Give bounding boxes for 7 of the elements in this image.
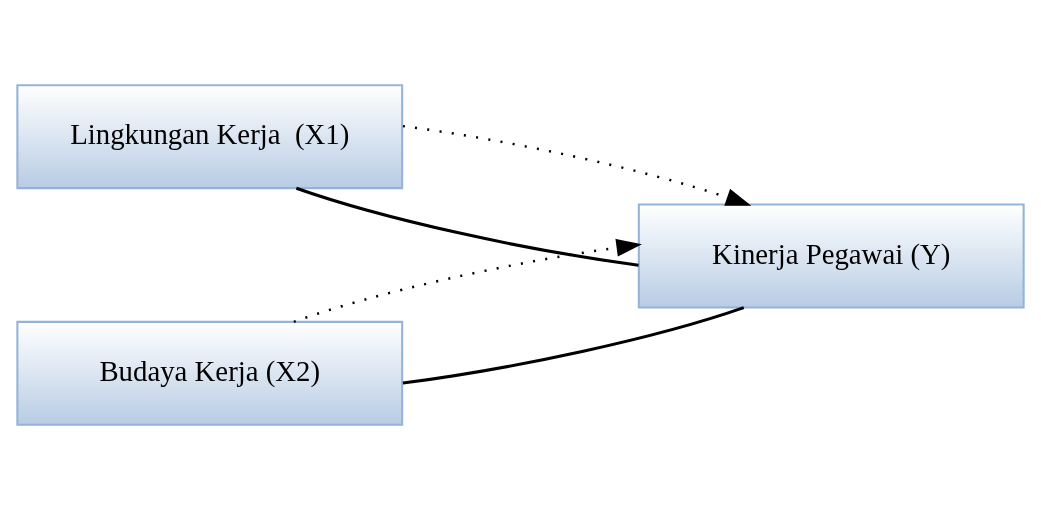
node-box: Lingkungan Kerja (X1): [16, 83, 404, 189]
node-box: Kinerja Pegawai (Y): [637, 203, 1025, 308]
node-box: Budaya Kerja (X2): [16, 320, 404, 426]
arrow: [402, 124, 752, 206]
connector: [295, 186, 639, 267]
connector: [402, 305, 745, 385]
arrow: [293, 238, 642, 323]
